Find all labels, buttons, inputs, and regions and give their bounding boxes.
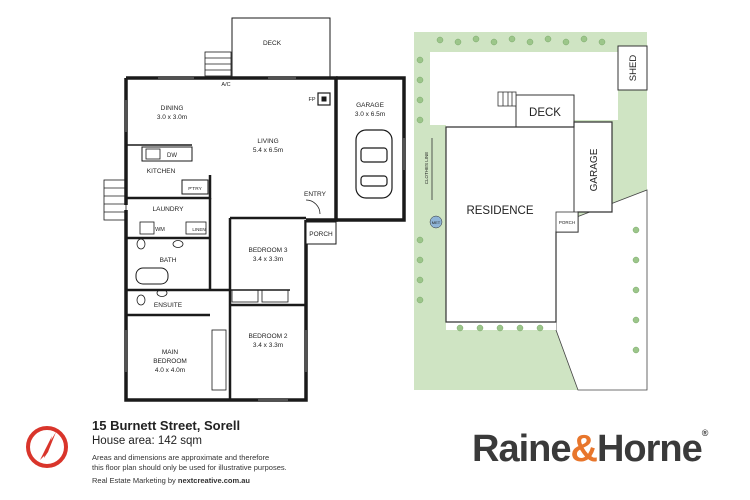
- room-label-entry: ENTRY: [304, 191, 327, 198]
- fixture-dw: DW: [167, 153, 177, 159]
- deck-stairs: [204, 51, 232, 77]
- room-label-dining: DINING: [161, 105, 184, 112]
- site-label-meter: MET: [432, 220, 441, 225]
- outer-wall-bedroom2: [230, 220, 308, 402]
- fixture-pantry: P'TRY: [188, 186, 202, 192]
- room-label-laundry: LAUNDRY: [153, 206, 185, 213]
- room-dims-living: 5.4 x 6.5m: [253, 147, 283, 154]
- site-label-residence: RESIDENCE: [466, 205, 533, 217]
- room-dims-bedroom2: 3.4 x 3.3m: [253, 342, 283, 349]
- outer-wall-left-lower: [124, 210, 230, 402]
- site-label-clothes-line: CLOTHES LINE: [424, 152, 429, 185]
- room-label-deck: DECK: [263, 40, 282, 47]
- fixture-ac: A/C: [221, 82, 230, 88]
- room-dims-bedroom3: 3.4 x 3.3m: [253, 256, 283, 263]
- room-dims-garage: 3.0 x 6.5m: [355, 111, 385, 118]
- floor-plan-labels: DECK DINING 3.0 x 3.0m LIVING 5.4 x 6.5m…: [147, 40, 385, 374]
- room-label-main: MAIN: [162, 349, 179, 356]
- site-label-porch: PORCH: [559, 220, 575, 225]
- room-label-garage: GARAGE: [356, 102, 384, 109]
- site-plan-labels: RESIDENCE DECK GARAGE SHED PORCH CLOTHES…: [424, 55, 639, 225]
- site-plan: [414, 32, 648, 391]
- room-dims-dining: 3.0 x 3.0m: [157, 114, 187, 121]
- outer-wall-top: [126, 76, 338, 222]
- fixture-fp: FP: [308, 97, 315, 103]
- site-label-garage: GARAGE: [589, 148, 600, 191]
- room-label-ensuite: ENSUITE: [154, 302, 183, 309]
- car-icon: [355, 129, 393, 199]
- site-label-deck: DECK: [529, 107, 561, 119]
- compass-icon: [26, 426, 68, 468]
- floor-plan: [103, 17, 406, 402]
- room-label-living: LIVING: [257, 138, 278, 145]
- site-label-shed: SHED: [628, 55, 639, 82]
- room-label-main-bedroom: BEDROOM: [153, 358, 187, 365]
- shrubs: [416, 35, 640, 354]
- room-label-kitchen: KITCHEN: [147, 168, 176, 175]
- fixture-linen: LINEN: [192, 227, 205, 232]
- site-deck: [515, 94, 575, 128]
- room-label-bath: BATH: [160, 257, 177, 264]
- deck-outline: [231, 17, 331, 79]
- room-label-bedroom3: BEDROOM 3: [248, 247, 287, 254]
- room-dims-main-bedroom: 4.0 x 4.0m: [155, 367, 185, 374]
- fixture-wm: WM: [155, 227, 165, 233]
- meter-icon: [429, 215, 443, 229]
- room-label-bedroom2: BEDROOM 2: [248, 333, 287, 340]
- garage-walls: [336, 76, 406, 222]
- shed-outline: [617, 45, 648, 91]
- room-label-porch: PORCH: [309, 231, 333, 238]
